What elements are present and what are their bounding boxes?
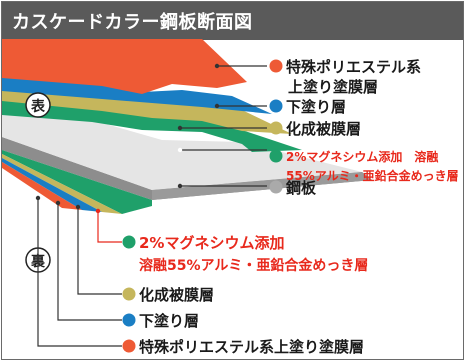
label-back-topcoat: 特殊ポリエステル系上塗り塗膜層 xyxy=(122,338,364,356)
bottom-leader-dots xyxy=(35,195,101,214)
svg-text:化成被膜層: 化成被膜層 xyxy=(286,120,361,138)
label-primer: 下塗り層 xyxy=(269,98,346,116)
svg-text:化成被膜層: 化成被膜層 xyxy=(139,286,214,304)
svg-text:鋼板: 鋼板 xyxy=(285,179,317,197)
top-leader-lines xyxy=(180,65,267,187)
svg-text:55%アルミ・亜鉛合金めっき層: 55%アルミ・亜鉛合金めっき層 xyxy=(286,168,459,183)
label-topcoat: 特殊ポリエステル系 上塗り塗膜層 xyxy=(269,58,421,96)
plating-layer xyxy=(2,100,302,152)
bottom-leader-red xyxy=(97,211,122,243)
label-plating: 2%マグネシウム添加 溶融 55%アルミ・亜鉛合金めっき層 xyxy=(269,149,459,183)
front-side-label: 表 xyxy=(30,98,46,115)
label-back-primer: 下塗り層 xyxy=(122,312,199,330)
svg-text:2%マグネシウム添加: 2%マグネシウム添加 xyxy=(139,234,284,252)
bottom-leader-lines xyxy=(37,198,122,347)
svg-text:上塗り塗膜層: 上塗り塗膜層 xyxy=(288,78,378,96)
label-back-conversion-film: 化成被膜層 xyxy=(122,286,214,304)
svg-text:2%マグネシウム添加 溶融: 2%マグネシウム添加 溶融 xyxy=(286,149,438,164)
label-steel: 鋼板 xyxy=(269,179,317,197)
label-conversion-film: 化成被膜層 xyxy=(269,120,361,138)
back-layers xyxy=(2,150,152,214)
conversion-film-layer xyxy=(2,90,292,134)
front-side-marker: 表 xyxy=(25,92,51,118)
svg-text:溶融55%アルミ・亜鉛合金めっき層: 溶融55%アルミ・亜鉛合金めっき層 xyxy=(139,257,368,274)
svg-text:特殊ポリエステル系: 特殊ポリエステル系 xyxy=(286,58,421,76)
label-back-plating: 2%マグネシウム添加 溶融55%アルミ・亜鉛合金めっき層 xyxy=(122,234,368,274)
svg-text:特殊ポリエステル系上塗り塗膜層: 特殊ポリエステル系上塗り塗膜層 xyxy=(139,338,364,356)
svg-text:下塗り層: 下塗り層 xyxy=(139,312,199,330)
primer-layer xyxy=(2,77,272,114)
diagram-title: カスケードカラー鋼板断面図 xyxy=(12,12,253,33)
topcoat-layer xyxy=(2,39,247,94)
top-leader-dots xyxy=(177,63,220,189)
title-bar: カスケードカラー鋼板断面図 xyxy=(2,2,463,40)
svg-text:下塗り層: 下塗り層 xyxy=(286,98,346,116)
